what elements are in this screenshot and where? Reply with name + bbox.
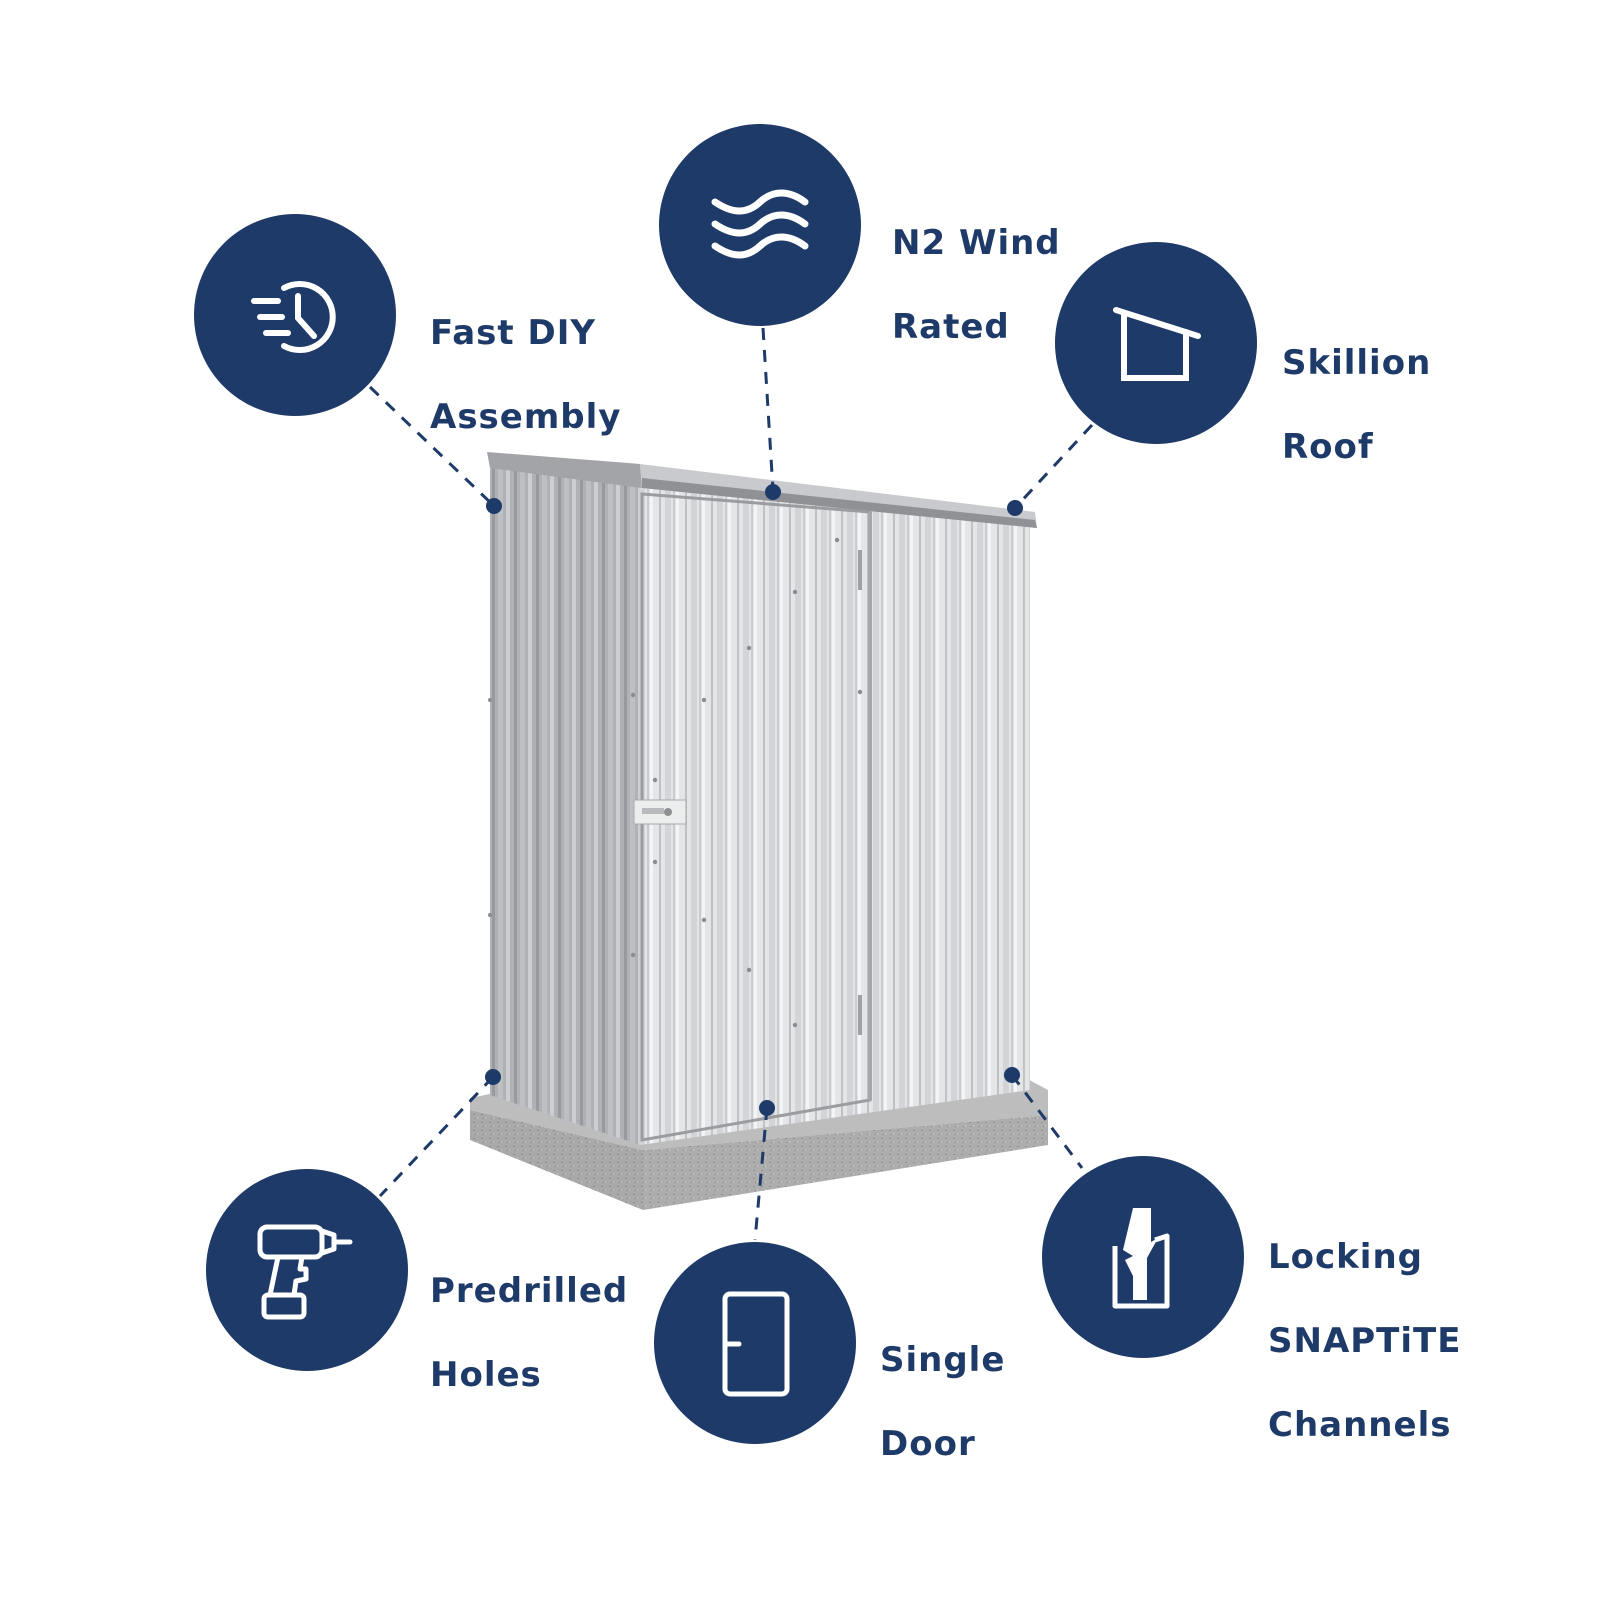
label-line: Skillion	[1282, 343, 1432, 383]
panel-screws	[488, 537, 863, 1028]
feature-badge-fast-diy-assembly	[194, 214, 396, 416]
anchor-dot-bottom-left	[485, 1069, 501, 1085]
label-line: Rated	[892, 307, 1010, 347]
door-hinge-bottom	[858, 995, 862, 1035]
door-latch	[633, 799, 687, 825]
connector-predrilled	[378, 1075, 495, 1198]
label-line: N2 Wind	[892, 223, 1061, 263]
shed-door	[640, 492, 872, 1142]
feature-label-n2-wind-rated: N2 Wind Rated	[892, 180, 1061, 390]
door-icon	[722, 1291, 790, 1397]
connector-snaptite	[1010, 1074, 1084, 1169]
anchor-dot-roof-right	[1007, 500, 1023, 516]
connector-single-door	[753, 1107, 769, 1241]
skillion-house-icon	[1113, 307, 1201, 381]
drill-icon	[257, 1224, 353, 1320]
label-line: Door	[880, 1424, 976, 1464]
feature-label-locking-snaptite-channels: Locking SNAPTiTE Channels	[1268, 1194, 1461, 1488]
label-line: Roof	[1282, 427, 1374, 467]
connector-wind-rated	[761, 327, 775, 491]
label-line: Assembly	[430, 397, 622, 437]
label-line: SNAPTiTE	[1268, 1321, 1462, 1361]
feature-badge-skillion-roof	[1055, 242, 1257, 444]
label-line: Fast DIY	[430, 313, 596, 353]
label-line: Holes	[430, 1355, 542, 1395]
feature-badge-predrilled-holes	[206, 1169, 408, 1371]
shed-roof	[487, 452, 1037, 528]
shed-side-wall	[490, 468, 640, 1145]
feature-label-skillion-roof: Skillion Roof	[1282, 300, 1431, 510]
feature-badge-single-door	[654, 1242, 856, 1444]
connector-fast-diy	[368, 385, 496, 508]
feature-label-single-door: Single Door	[880, 1297, 1005, 1507]
connector-skillion-roof	[1013, 423, 1094, 510]
anchor-dot-roof-front	[765, 484, 781, 500]
wind-waves-icon	[711, 189, 809, 259]
label-line: Single	[880, 1340, 1006, 1380]
feature-label-fast-diy-assembly: Fast DIY Assembly	[430, 270, 621, 480]
anchor-dot-bottom-right	[1004, 1067, 1020, 1083]
anchor-dot-door-bottom	[759, 1100, 775, 1116]
label-line: Locking	[1268, 1237, 1423, 1277]
snaptite-channel-icon	[1112, 1208, 1170, 1309]
fast-clock-icon	[251, 281, 336, 353]
feature-badge-locking-snaptite-channels	[1042, 1156, 1244, 1358]
feature-badge-n2-wind-rated	[659, 124, 861, 326]
shed-front-wall	[640, 488, 1030, 1145]
door-hinge-top	[858, 550, 862, 590]
label-line: Channels	[1268, 1405, 1452, 1445]
anchor-dot-top-left	[486, 498, 502, 514]
feature-label-predrilled-holes: Predrilled Holes	[430, 1228, 628, 1438]
label-line: Predrilled	[430, 1271, 629, 1311]
